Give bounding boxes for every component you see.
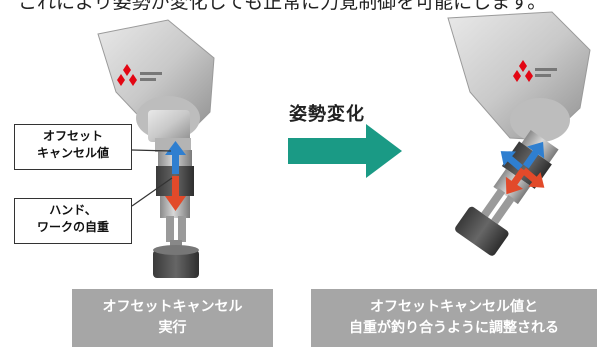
right-caption-box: オフセットキャンセル値と 自重が釣り合うように調整される [311, 289, 597, 347]
left-robot [97, 19, 215, 278]
cross-arrows-icon [500, 141, 545, 195]
left-caption-line-2: 実行 [158, 320, 187, 336]
offset-callout-line-2: キャンセル値 [36, 146, 109, 160]
gravity-down-arrow-icon [165, 176, 186, 211]
left-caption-line-1: オフセットキャンセル [102, 299, 243, 315]
right-robot [447, 11, 591, 256]
posture-change-label: 姿勢変化 [289, 104, 365, 125]
hand-callout-line-1: ハンド、 [49, 203, 97, 217]
left-caption-box: オフセットキャンセル 実行 [72, 289, 273, 347]
hand-callout-line-2: ワークの自重 [36, 220, 109, 234]
top-caption: これにより姿勢が変化しても正常に力覚制御を可能にします。 [18, 0, 547, 13]
hand-weight-callout: ハンド、 ワークの自重 [14, 198, 132, 244]
mitsubishi-logo-icon [117, 64, 162, 86]
offset-callout-line-1: オフセット [42, 129, 103, 143]
offset-cancel-callout: オフセット キャンセル値 [14, 124, 132, 170]
right-caption-line-2: 自重が釣り合うように調整される [349, 320, 559, 336]
right-caption-line-1: オフセットキャンセル値と [370, 299, 538, 315]
transition-arrow [288, 124, 402, 178]
mitsubishi-logo-icon [513, 60, 557, 82]
